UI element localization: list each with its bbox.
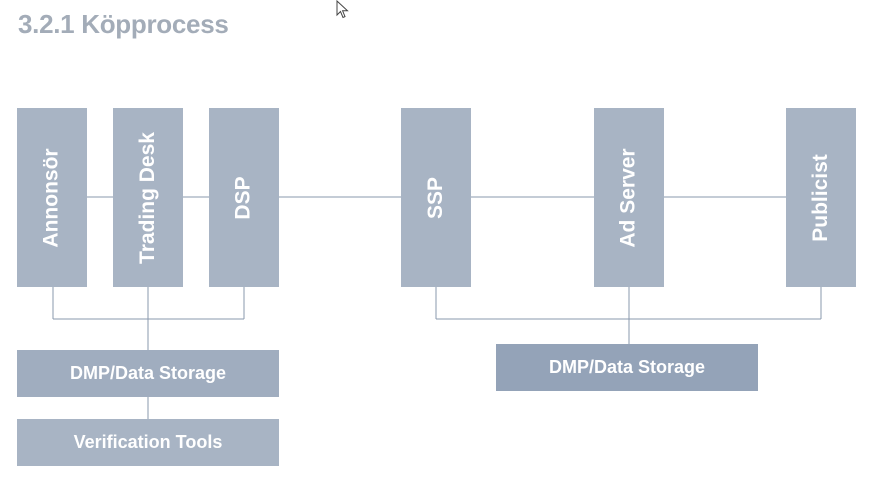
node-annonsor-label: Annonsör: [40, 147, 63, 248]
node-publicist-label: Publicist: [809, 153, 832, 242]
node-annonsor: Annonsör: [17, 108, 87, 287]
node-trading-desk-label: Trading Desk: [136, 131, 160, 264]
node-verification-tools: Verification Tools: [17, 419, 279, 466]
page-title: 3.2.1 Köpprocess: [18, 9, 229, 39]
node-ad-server-label: Ad Server: [617, 147, 640, 248]
node-trading-desk: Trading Desk: [113, 108, 183, 287]
node-publicist: Publicist: [786, 108, 856, 287]
mouse-cursor-icon: [336, 0, 349, 19]
node-dmp-left: DMP/Data Storage: [17, 350, 279, 397]
node-dsp-label: DSP: [232, 175, 255, 220]
node-ad-server: Ad Server: [594, 108, 664, 287]
node-dsp: DSP: [209, 108, 279, 287]
node-dmp-right: DMP/Data Storage: [496, 344, 758, 391]
node-ssp: SSP: [401, 108, 471, 287]
node-ssp-label: SSP: [424, 176, 447, 219]
